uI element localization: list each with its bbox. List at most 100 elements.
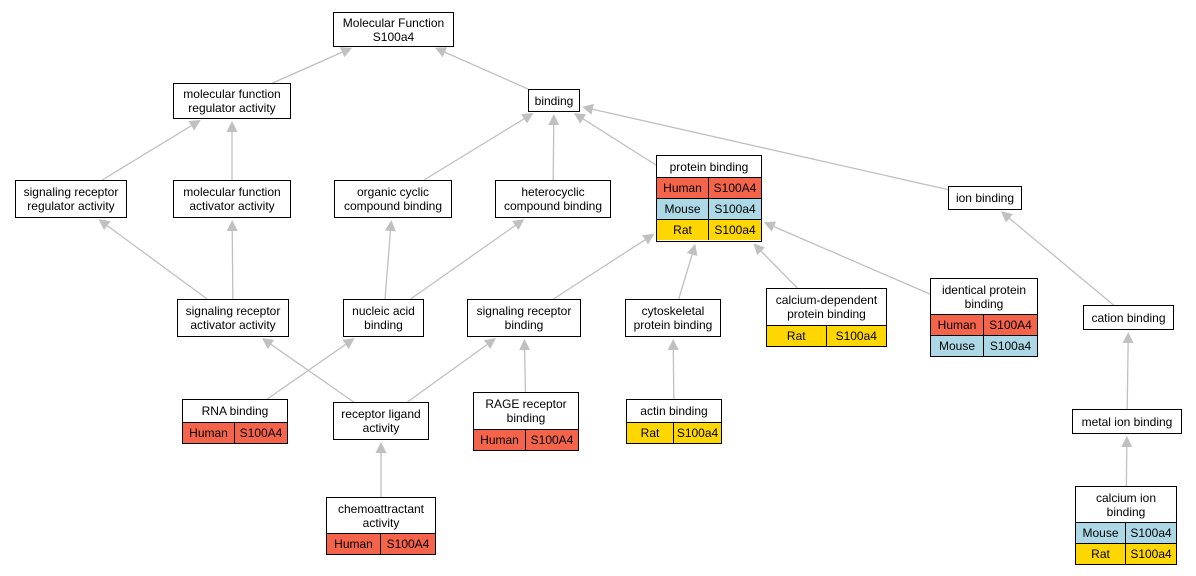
arrowhead-ion: [1000, 211, 1013, 223]
arrowhead-metal: [1121, 435, 1133, 448]
go-node-cation-binding[interactable]: cation binding: [1083, 305, 1174, 330]
node-label: RNA binding: [201, 404, 269, 418]
edge-sig_bind-to-protein: [553, 239, 646, 300]
edge-sig_act-to-sig_reg: [106, 225, 208, 300]
node-label: identical protein binding: [941, 282, 1027, 311]
species-cell: Human: [183, 423, 235, 443]
edge-rec_lig-to-sig_act: [270, 343, 355, 403]
node-label: signaling receptor regulator activity: [23, 185, 119, 213]
node-label: calcium ion binding: [1095, 490, 1157, 519]
arrowhead-mf_reg: [226, 121, 238, 132]
edge-metal-to-cation: [1126, 342, 1129, 410]
node-label: actin binding: [640, 404, 708, 418]
arrowhead-mf_act: [226, 219, 238, 232]
node-label: protein binding: [669, 159, 749, 174]
species-cell: Human: [474, 430, 526, 450]
node-label: signaling receptor binding: [476, 304, 572, 332]
node-label: cation binding: [1091, 310, 1166, 325]
species-cell: Mouse: [657, 199, 709, 219]
go-node-organic-cyclic-compound-binding[interactable]: organic cyclic compound binding: [334, 180, 452, 218]
node-label: binding: [534, 93, 574, 108]
edge-cation-to-ion: [1008, 217, 1114, 306]
edge-binding-to-mf_root: [444, 51, 529, 90]
arrowhead-binding: [581, 103, 594, 115]
gene-cell: S100a4: [826, 326, 886, 346]
species-cell: Rat: [627, 423, 674, 443]
node-label: heterocyclic compound binding: [503, 185, 603, 213]
go-node-receptor-ligand-activity[interactable]: receptor ligand activity: [333, 402, 429, 440]
arrowhead-protein: [753, 243, 765, 256]
node-label: signaling receptor activator activity: [185, 304, 281, 332]
node-label: nucleic acid binding: [352, 304, 415, 332]
species-cell: Rat: [657, 220, 709, 240]
edge-rage-to-sig_bind: [523, 349, 527, 393]
arrowhead-nucleic: [342, 338, 355, 349]
edge-sig_reg-to-mf_reg: [101, 125, 192, 181]
go-node-signaling-receptor-activator-activity[interactable]: signaling receptor activator activity: [177, 299, 289, 337]
node-label: metal ion binding: [1081, 414, 1173, 429]
arrowhead-hetero: [512, 219, 525, 230]
go-node-molecular-function-regulator-activity[interactable]: molecular function regulator activity: [173, 83, 291, 119]
edge-ca_dep-to-protein: [760, 250, 798, 289]
go-node-signaling-receptor-binding[interactable]: signaling receptor binding: [467, 299, 581, 337]
arrowhead-org_cyc: [384, 219, 396, 232]
gene-cell: S100a4: [984, 336, 1037, 356]
go-node-molecular-function-activator-activity[interactable]: molecular function activator activity: [173, 180, 291, 218]
node-label: organic cyclic compound binding: [343, 185, 443, 213]
arrowhead-mf_root: [434, 47, 448, 58]
arrowhead-cation: [1122, 331, 1134, 344]
go-node-cytoskeletal-protein-binding[interactable]: cytoskeletal protein binding: [625, 299, 721, 337]
go-node-nucleic-acid-binding[interactable]: nucleic acid binding: [343, 299, 424, 337]
go-node-ion-binding[interactable]: ion binding: [948, 186, 1022, 210]
node-label: Molecular Function S100a4: [342, 15, 445, 44]
go-node-signaling-receptor-regulator-activity[interactable]: signaling receptor regulator activity: [15, 180, 127, 218]
edge-rna-to-nucleic: [266, 343, 346, 400]
gene-cell: S100A4: [235, 423, 287, 443]
go-node-binding[interactable]: binding: [528, 89, 580, 112]
node-label: cytoskeletal protein binding: [633, 304, 713, 332]
edge-protein-to-binding: [582, 118, 657, 166]
edge-hetero-to-binding: [552, 124, 555, 181]
gene-cell: S100A4: [381, 534, 435, 554]
arrowhead-rec_lig: [375, 442, 387, 453]
go-node-molecular-function[interactable]: Molecular Function S100a4: [333, 12, 454, 47]
go-node-metal-ion-binding[interactable]: metal ion binding: [1072, 409, 1182, 434]
node-label: RAGE receptor binding: [485, 397, 567, 425]
species-cell: Mouse: [931, 336, 984, 356]
node-label: ion binding: [955, 191, 1015, 205]
arrowhead-binding: [548, 113, 560, 126]
arrowhead-mf_reg: [188, 120, 201, 131]
node-label: chemoattractant activity: [337, 501, 425, 530]
arrowhead-sig_act: [261, 338, 275, 349]
arrowhead-binding: [521, 113, 534, 124]
arrowhead-sig_reg: [98, 219, 111, 231]
edge-ident-to-protein: [773, 226, 931, 295]
arrowhead-sig_bind: [519, 338, 531, 351]
arrowhead-cyto: [667, 338, 679, 351]
gene-cell: S100A4: [984, 315, 1037, 335]
species-cell: Rat: [1076, 544, 1126, 564]
node-label: molecular function regulator activity: [183, 87, 281, 115]
species-cell: Human: [327, 534, 381, 554]
go-node-heterocyclic-compound-binding[interactable]: heterocyclic compound binding: [495, 180, 611, 218]
